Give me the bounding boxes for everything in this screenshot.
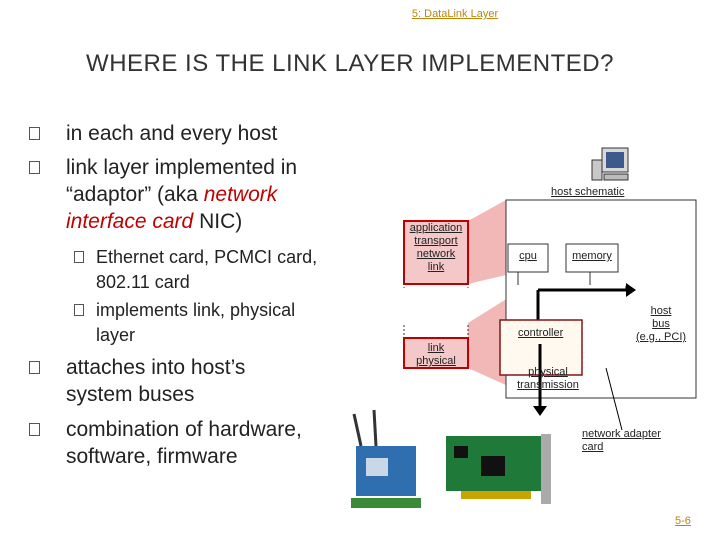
network-adapter-label: network adapter card <box>582 428 661 454</box>
physical-label-line: physical <box>528 366 568 378</box>
memory-box <box>565 243 619 273</box>
bullet-text-line: interface card NIC) <box>66 208 297 235</box>
ethernet-card-chip <box>454 446 468 458</box>
network-cards-image <box>340 406 571 522</box>
emphasis-text: interface card <box>66 210 194 233</box>
bullet-1: in each and every host <box>29 120 278 147</box>
keyboard-shape <box>603 173 629 181</box>
cpu-label: cpu <box>519 250 537 262</box>
bullet-box-icon <box>29 127 40 140</box>
stack-layer-link: link <box>427 261 445 273</box>
bullet-text-line: software, firmware <box>66 445 238 468</box>
physical-transmission-label: physical transmission <box>508 366 588 392</box>
stack-layer-physical: physical <box>416 355 456 367</box>
subbullet-box-icon <box>74 304 84 316</box>
slide-number[interactable]: 5-6 <box>675 515 691 527</box>
wireless-card-chip <box>366 458 388 476</box>
slide-title: WHERE IS THE LINK LAYER IMPLEMENTED? <box>86 50 614 77</box>
pink-wedge-lower <box>468 298 508 386</box>
cpu-box <box>507 243 549 273</box>
ethernet-card-bracket <box>541 434 551 504</box>
nic-pointer-line <box>605 367 623 431</box>
bullet-3: attaches into host’s system buses <box>29 354 246 408</box>
subbullet-text-line: Ethernet card, PCMCI card, <box>96 247 318 267</box>
physical-label-line: transmission <box>517 379 579 391</box>
subbullet-1: Ethernet card, PCMCI card, 802.11 card <box>74 245 318 295</box>
host-schematic-label: host schematic <box>551 186 625 198</box>
nic-label-line: card <box>582 441 604 453</box>
bullet-text-part: “adaptor” (aka <box>66 183 204 206</box>
physical-arrowhead <box>533 406 547 416</box>
memory-label: memory <box>572 250 612 262</box>
emphasis-text: network <box>203 183 278 206</box>
antenna-right <box>372 409 378 447</box>
stack-layer-link: link <box>427 342 445 354</box>
subbullet-box-icon <box>74 251 84 263</box>
ethernet-card-chip <box>481 456 505 476</box>
bullet-text-line: attaches into host’s <box>66 356 246 379</box>
bullet-text: in each and every host <box>66 122 278 145</box>
bullet-text-line: link layer implemented in <box>66 156 298 179</box>
antenna-left <box>352 413 363 447</box>
tower-shape <box>591 159 603 181</box>
bullet-2: link layer implemented in “adaptor” (aka… <box>29 154 298 235</box>
host-schematic-diagram <box>403 199 697 431</box>
bullet-text-line: combination of hardware, <box>66 418 302 441</box>
pink-wedge-upper <box>468 200 506 284</box>
nic-label-line: network adapter <box>582 428 661 440</box>
bullet-4: combination of hardware, software, firmw… <box>29 416 302 470</box>
stack-layer-application: application <box>409 222 463 234</box>
bullet-text-line: system buses <box>66 383 195 406</box>
stack-top-labels: application transport network link <box>404 222 468 274</box>
subbullet-2: implements link, physical layer <box>74 298 296 348</box>
bullet-box-icon <box>29 423 40 436</box>
stack-bottom-labels: link physical <box>404 342 468 368</box>
host-bus-line: (e.g., PCI) <box>635 331 687 343</box>
slide-header[interactable]: 5: DataLink Layer <box>411 8 499 20</box>
stack-layer-transport: transport <box>414 235 458 247</box>
bullet-text-part: NIC) <box>193 210 243 233</box>
stack-layer-network: network <box>416 248 456 260</box>
host-bus-line: bus <box>652 318 670 330</box>
subbullet-text-line: 802.11 card <box>96 272 190 292</box>
subbullet-text-line: layer <box>96 325 136 345</box>
stack-top-box <box>403 220 469 285</box>
controller-label: controller <box>518 327 564 339</box>
wireless-card-pcb <box>351 498 421 508</box>
bullet-box-icon <box>29 161 40 174</box>
screen-shape <box>606 152 624 168</box>
ethernet-card-edge-connector <box>461 491 531 499</box>
bullet-box-icon <box>29 361 40 374</box>
bullet-text-line: “adaptor” (aka network <box>66 181 297 208</box>
stack-bottom-box <box>403 337 469 369</box>
host-bus-line: host <box>650 305 672 317</box>
computer-icon <box>591 147 629 181</box>
host-bus-label: host bus (e.g., PCI) <box>630 305 692 344</box>
subbullet-text-line: implements link, physical <box>96 300 296 320</box>
